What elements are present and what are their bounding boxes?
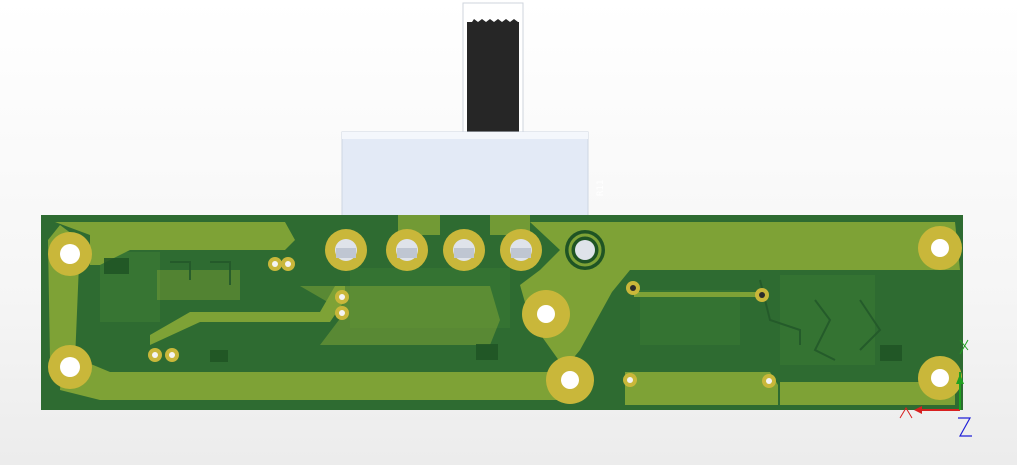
trace-mid-pour (300, 286, 500, 345)
y-axis-label-icon (959, 339, 969, 355)
copper-traces (48, 215, 960, 405)
switch-pads (325, 229, 605, 271)
trace-bottom-right-strip (780, 382, 955, 405)
trace-small-pour (157, 270, 240, 300)
axis-gizmo[interactable] (899, 339, 972, 437)
switch-body (341, 131, 589, 217)
mounting-holes (48, 226, 962, 404)
mounting-hole-bottom-left (48, 345, 92, 389)
mounting-hole-bottom-mid (546, 356, 594, 404)
switch-pad-3 (443, 229, 485, 271)
y-axis-arrow-icon (956, 374, 964, 384)
trace-bottom-long (60, 352, 580, 400)
switch-knob[interactable] (467, 19, 519, 132)
trace-top-right (520, 222, 960, 362)
mounting-hole-top-left (48, 232, 92, 276)
trace-top-left (55, 222, 295, 265)
switch-pad-4 (500, 229, 542, 271)
smd-footprints (104, 258, 902, 362)
x-axis-arrow-icon (914, 406, 922, 414)
switch-pad-5-square (565, 230, 605, 270)
mounting-hole-mid (522, 290, 570, 338)
switch-body-top-edge (342, 132, 588, 139)
vias (148, 257, 776, 388)
trace-thin-link (634, 292, 762, 297)
trace-diagonal (150, 286, 345, 345)
pcb-board[interactable] (41, 215, 963, 410)
x-axis-label-icon (899, 407, 913, 419)
silkscreen-designator: R11 (596, 180, 606, 196)
slide-switch-component[interactable]: R11 (341, 2, 606, 217)
mounting-hole-top-right (918, 226, 962, 270)
mounting-hole-bottom-right (918, 356, 962, 400)
switch-pad-1 (325, 229, 367, 271)
trace-bottom-right-block (625, 372, 778, 405)
switch-pad-2 (386, 229, 428, 271)
z-axis-label-icon (958, 417, 972, 437)
